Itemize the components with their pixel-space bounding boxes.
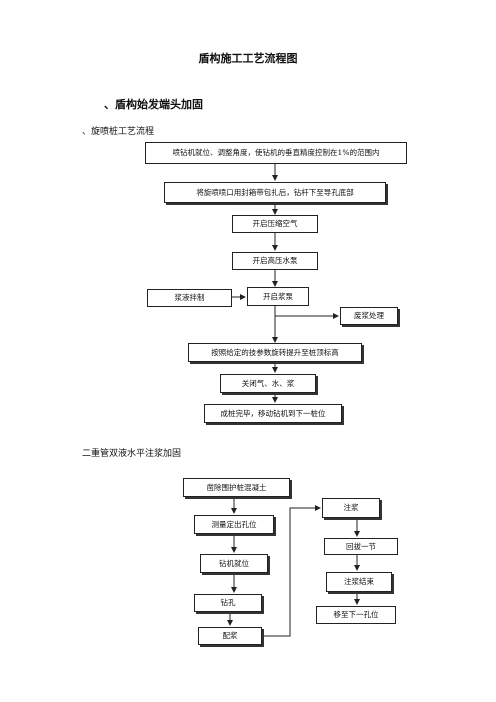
section-heading: 、盾构始发端头加固	[104, 98, 203, 111]
flow2-step-chisel-concrete: 凿除围护桩混凝土	[183, 478, 290, 497]
flow1-step-rotate-lift: 按照给定的技参数旋转提升至桩顶标高	[188, 343, 362, 362]
flow2-step-pull-back-section: 回拔一节	[324, 538, 398, 555]
document-title: 盾构施工工艺流程图	[198, 52, 298, 65]
flow1-step-move-to-next-pile: 成桩完毕，移动钻机到下一桩位	[204, 404, 342, 423]
flow1-step-lower-drill-rod: 将旋喷喷口用封箱带包扎后，钻杆下至导孔底部	[164, 182, 386, 203]
flow1-side-slurry-mixing: 浆液拌制	[147, 289, 232, 307]
subsection-heading-jet-grouting: 、旋喷桩工艺流程	[82, 127, 155, 137]
flow2-step-measure-hole: 测量定出孔位	[194, 515, 274, 534]
flow2-step-drilling: 钻孔	[194, 594, 262, 612]
flow2-step-grouting-finished: 注浆结束	[326, 572, 392, 592]
flow1-step-drill-positioning: 喷钻机就位、调整角度，使钻机的垂直精度控制在1%的范围内	[145, 142, 407, 164]
flow1-side-waste-slurry: 废浆处理	[340, 307, 398, 325]
flow2-step-mix-slurry: 配浆	[198, 627, 262, 645]
flow1-step-close-valves: 关闭气、水、浆	[220, 374, 316, 393]
flow2-step-grouting: 注浆	[322, 498, 380, 518]
flow2-step-drill-positioning: 钻机就位	[200, 554, 268, 573]
flow1-step-open-high-pressure-pump: 开启高压水泵	[232, 252, 318, 270]
flow1-step-open-compressed-air: 开启压缩空气	[232, 215, 318, 233]
flow1-step-open-slurry-pump: 开启浆泵	[247, 287, 309, 306]
subsection-heading-double-grouting: 二重管双液水平注浆加固	[82, 449, 182, 459]
flow2-step-move-next-hole: 移至下一孔位	[316, 606, 396, 624]
